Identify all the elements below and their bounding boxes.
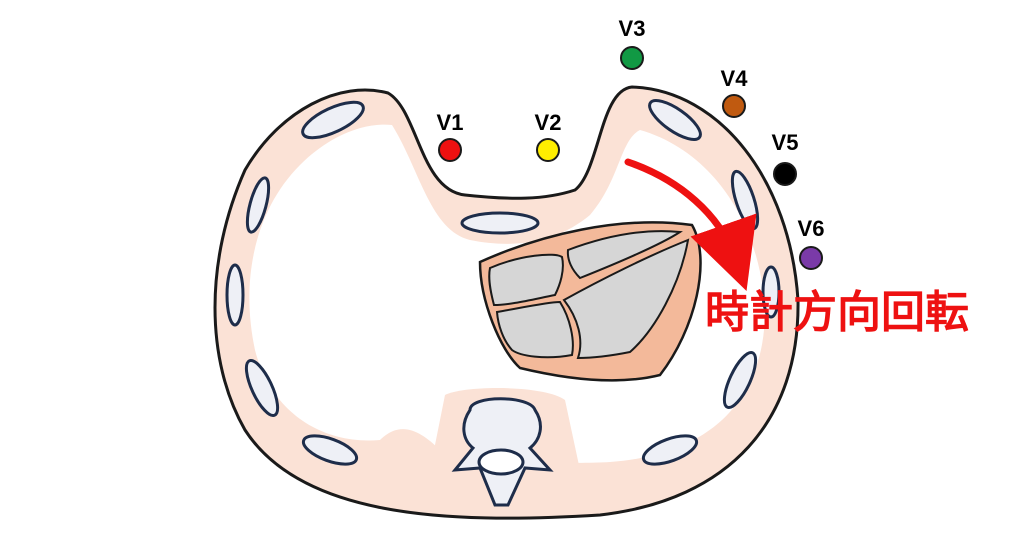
rib [245,176,271,234]
lead-label: V5 [772,130,799,155]
lead-label: V3 [619,16,646,41]
lead-label: V6 [798,216,825,241]
lead-v4: V4 [721,66,749,118]
rib [460,211,540,235]
lead-v6: V6 [798,216,825,270]
lead-label: V1 [437,110,464,135]
lead-electrode [536,138,560,162]
lead-v1: V1 [437,110,464,162]
lead-label: V4 [721,66,749,91]
clockwise-rotation-arrow [624,158,757,292]
left-atrium [566,230,683,280]
chest-leads: V1 V2 V3 V4 V5 V6 [437,16,825,270]
vertebra [451,397,554,507]
lead-electrode [620,46,644,70]
lead-electrode [773,162,797,186]
heart [478,221,702,382]
lead-electrode [799,246,823,270]
rotation-annotation: 時計方向回転 [705,287,969,338]
right-ventricle [495,300,574,359]
lead-electrode [438,138,462,162]
rib [648,99,702,141]
lead-v2: V2 [535,110,562,162]
rib [761,265,781,319]
rib [225,263,245,327]
left-ventricle [562,238,690,360]
right-atrium [488,253,564,307]
rib [722,350,758,410]
lead-v3: V3 [619,16,646,70]
rib [641,434,699,466]
lead-v5: V5 [772,130,799,186]
rib [301,100,365,140]
rib [244,358,280,418]
lead-electrode [722,94,746,118]
spinal-canal [477,448,525,476]
lead-label: V2 [535,110,562,135]
rib [301,434,359,466]
